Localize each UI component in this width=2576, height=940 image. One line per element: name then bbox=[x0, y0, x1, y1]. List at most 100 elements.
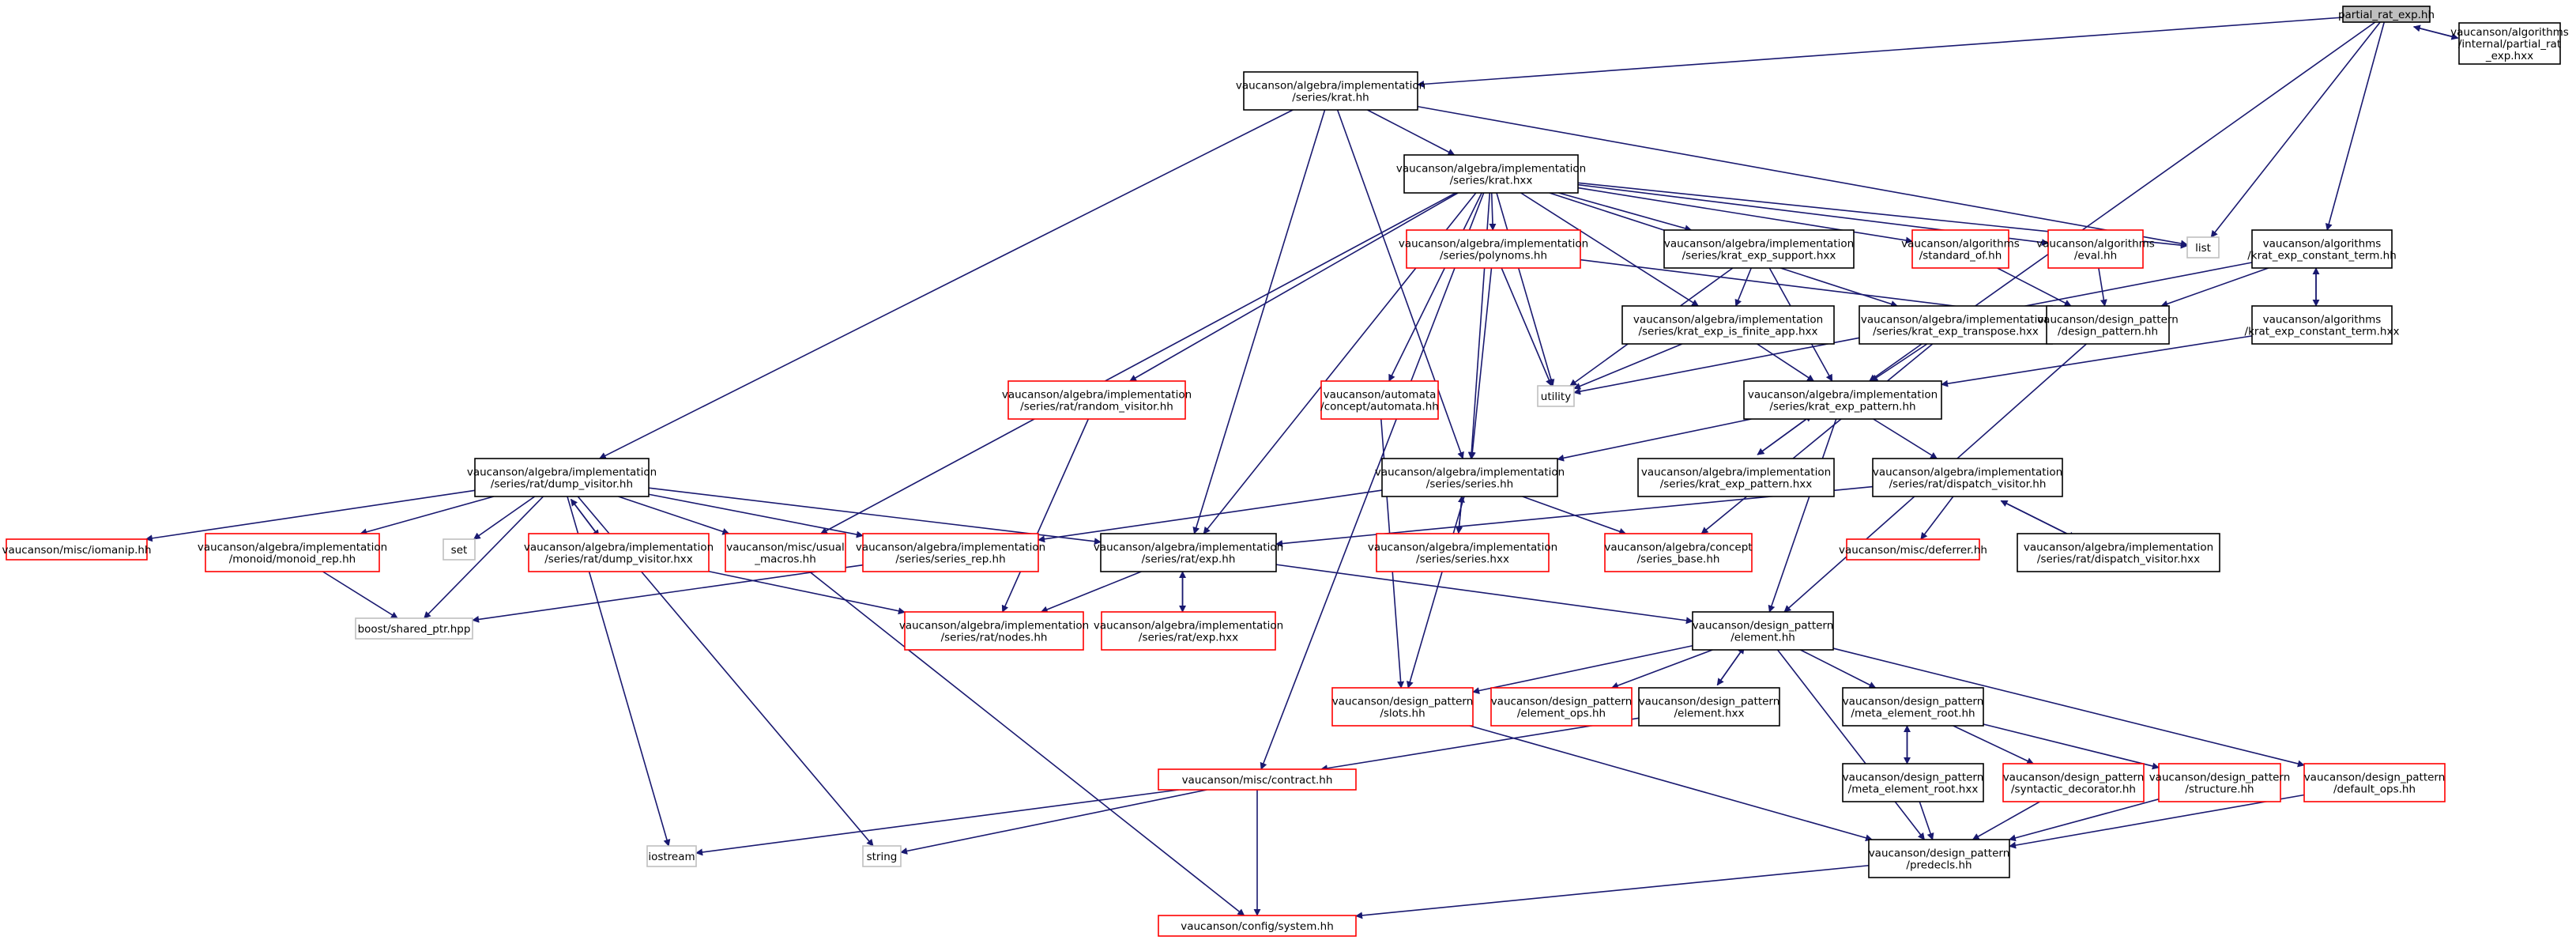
node-label-dispatch-visitor-hh-0: vaucanson/algebra/implementation bbox=[1873, 466, 2062, 479]
node-eval-hh[interactable]: vaucanson/algorithms/eval.hh bbox=[2036, 229, 2155, 269]
node-deferrer-hh[interactable]: vaucanson/misc/deferrer.hh bbox=[1839, 538, 1987, 561]
include-edge-krat-exp-pattern-hh-to-element-hh bbox=[1768, 418, 1837, 613]
include-edge-contract-hh-to-string bbox=[900, 789, 1207, 855]
include-edge-predecls-hh-to-system-hh bbox=[1355, 864, 1870, 919]
node-krat-hh[interactable]: vaucanson/algebra/implementation/series/… bbox=[1236, 71, 1425, 111]
node-element-hh[interactable]: vaucanson/design_pattern/element.hh bbox=[1692, 611, 1834, 651]
node-series-hh[interactable]: vaucanson/algebra/implementation/series/… bbox=[1375, 458, 1565, 497]
node-partial-rat-exp-hh[interactable]: partial_rat_exp.hh bbox=[2338, 6, 2435, 23]
node-default-ops-hh[interactable]: vaucanson/design_pattern/default_ops.hh bbox=[2303, 763, 2446, 802]
include-edge-standard-of-hh-to-design-pattern-hh bbox=[1997, 267, 2072, 307]
node-krat-exp-constant-term-hxx[interactable]: vaucanson/algorithms/krat_exp_constant_t… bbox=[2245, 305, 2400, 345]
node-exp-hxx[interactable]: vaucanson/algebra/implementation/series/… bbox=[1094, 611, 1283, 651]
include-edge-random-visitor-hh-to-nodes-hh bbox=[1001, 418, 1090, 613]
node-string: string bbox=[862, 845, 902, 867]
node-syntactic-decorator-hh[interactable]: vaucanson/design_pattern/syntactic_decor… bbox=[2002, 763, 2145, 802]
node-box-dispatch-visitor-hh bbox=[1872, 458, 2063, 497]
node-label-element-ops-hh-1: /element_ops.hh bbox=[1517, 708, 1606, 720]
include-edge-krat-hxx-to-utility bbox=[1496, 192, 1555, 387]
node-label-partial-rat-exp-hh-0: partial_rat_exp.hh bbox=[2338, 9, 2435, 21]
node-standard-of-hh[interactable]: vaucanson/algorithms/standard_of.hh bbox=[1901, 229, 2020, 269]
node-internal-partial-rat-exp-hxx[interactable]: vaucanson/algorithms/internal/partial_ra… bbox=[2450, 22, 2569, 65]
node-box-element-ops-hh bbox=[1490, 687, 1633, 727]
node-krat-exp-pattern-hh[interactable]: vaucanson/algebra/implementation/series/… bbox=[1743, 380, 1942, 420]
include-edge-dump-visitor-hh-to-shared-ptr-hpp bbox=[424, 496, 544, 619]
node-label-eval-hh-1: /eval.hh bbox=[2074, 250, 2117, 262]
node-dump-visitor-hh[interactable]: vaucanson/algebra/implementation/series/… bbox=[467, 458, 657, 497]
include-edge-element-hxx-to-contract-hh bbox=[1320, 717, 1640, 772]
node-box-krat-exp-transpose-hxx bbox=[1859, 305, 2053, 345]
include-edge-element-hh-to-element-ops-hh bbox=[1610, 649, 1713, 689]
include-edge-krat-hxx-to-automata-hh bbox=[1388, 192, 1482, 382]
include-edge-krat-hh-to-krat-hxx bbox=[1367, 109, 1456, 156]
node-label-dispatch-visitor-hh-1: /series/rat/dispatch_visitor.hh bbox=[1889, 478, 2047, 491]
include-edge-dump-visitor-hxx-to-dump-visitor-hh bbox=[570, 498, 600, 538]
include-edge-krat-exp-is-finite-app-hxx-to-krat-exp-pattern-hh bbox=[1757, 343, 1815, 382]
node-dump-visitor-hxx[interactable]: vaucanson/algebra/implementation/series/… bbox=[524, 533, 714, 572]
include-edge-monoid-rep-hh-to-shared-ptr-hpp bbox=[322, 571, 398, 619]
node-polynoms-hh[interactable]: vaucanson/algebra/implementation/series/… bbox=[1399, 229, 1588, 269]
include-edge-meta-element-root-hh-to-structure-hh bbox=[1983, 723, 2160, 770]
node-label-standard-of-hh-0: vaucanson/algorithms bbox=[1901, 238, 2020, 251]
node-shared-ptr-hpp: boost/shared_ptr.hpp bbox=[355, 617, 473, 640]
include-edge-internal-partial-rat-exp-hxx-to-partial-rat-exp-hh bbox=[2412, 25, 2458, 39]
node-predecls-hh[interactable]: vaucanson/design_pattern/predecls.hh bbox=[1868, 839, 2010, 878]
node-label-series-hxx-1: /series/series.hxx bbox=[1416, 553, 1509, 566]
node-label-series-hxx-0: vaucanson/algebra/implementation bbox=[1368, 542, 1557, 554]
node-automata-hh[interactable]: vaucanson/automata/concept/automata.hh bbox=[1320, 380, 1439, 420]
node-system-hh[interactable]: vaucanson/config/system.hh bbox=[1158, 915, 1357, 937]
node-dispatch-visitor-hxx[interactable]: vaucanson/algebra/implementation/series/… bbox=[2017, 533, 2220, 572]
node-exp-hh[interactable]: vaucanson/algebra/implementation/series/… bbox=[1094, 533, 1283, 572]
node-label-krat-exp-support-hxx-0: vaucanson/algebra/implementation bbox=[1664, 238, 1854, 251]
include-edge-partial-rat-exp-hh-to-krat-exp-constant-term-hh bbox=[2325, 21, 2386, 231]
node-label-contract-hh-0: vaucanson/misc/contract.hh bbox=[1182, 774, 1333, 787]
node-krat-exp-transpose-hxx[interactable]: vaucanson/algebra/implementation/series/… bbox=[1859, 305, 2053, 345]
include-edge-krat-exp-pattern-hh-to-series-hh bbox=[1557, 418, 1752, 462]
node-contract-hh[interactable]: vaucanson/misc/contract.hh bbox=[1158, 768, 1357, 791]
node-box-list bbox=[2186, 236, 2220, 259]
include-edge-element-hh-to-meta-element-root-hh bbox=[1800, 649, 1877, 689]
node-label-shared-ptr-hpp-0: boost/shared_ptr.hpp bbox=[358, 623, 471, 636]
node-meta-element-root-hxx[interactable]: vaucanson/design_pattern/meta_element_ro… bbox=[1842, 763, 1984, 802]
node-label-dump-visitor-hxx-0: vaucanson/algebra/implementation bbox=[524, 542, 714, 554]
node-nodes-hh[interactable]: vaucanson/algebra/implementation/series/… bbox=[899, 611, 1089, 651]
node-krat-exp-constant-term-hh[interactable]: vaucanson/algorithms/krat_exp_constant_t… bbox=[2247, 229, 2397, 269]
node-element-ops-hh[interactable]: vaucanson/design_pattern/element_ops.hh bbox=[1490, 687, 1633, 727]
node-structure-hh[interactable]: vaucanson/design_pattern/structure.hh bbox=[2149, 763, 2291, 802]
node-series-hxx[interactable]: vaucanson/algebra/implementation/series/… bbox=[1368, 533, 1557, 572]
node-random-visitor-hh[interactable]: vaucanson/algebra/implementation/series/… bbox=[1002, 380, 1192, 420]
node-label-nodes-hh-0: vaucanson/algebra/implementation bbox=[899, 620, 1089, 632]
node-label-slots-hh-1: /slots.hh bbox=[1380, 708, 1425, 720]
node-usual-macros-hh[interactable]: vaucanson/misc/usual_macros.hh bbox=[725, 533, 846, 572]
node-box-system-hh bbox=[1158, 915, 1357, 937]
node-monoid-rep-hh[interactable]: vaucanson/algebra/implementation/monoid/… bbox=[198, 533, 387, 572]
node-label-dispatch-visitor-hxx-1: /series/rat/dispatch_visitor.hxx bbox=[2037, 553, 2200, 566]
node-series-base-hh[interactable]: vaucanson/algebra/concept/series_base.hh bbox=[1604, 533, 1753, 572]
node-label-deferrer-hh-0: vaucanson/misc/deferrer.hh bbox=[1839, 544, 1987, 557]
node-iomanip-hh[interactable]: vaucanson/misc/iomanip.hh bbox=[2, 538, 152, 561]
node-box-series-hh bbox=[1381, 458, 1558, 497]
node-box-automata-hh bbox=[1320, 380, 1439, 420]
node-box-dump-visitor-hh bbox=[474, 458, 650, 497]
node-label-usual-macros-hh-1: _macros.hh bbox=[754, 553, 816, 566]
include-edge-dump-visitor-hh-to-set bbox=[473, 496, 536, 540]
include-edge-exp-hh-to-nodes-hh bbox=[1040, 571, 1142, 613]
node-label-meta-element-root-hh-1: /meta_element_root.hh bbox=[1851, 708, 1975, 720]
node-box-monoid-rep-hh bbox=[205, 533, 380, 572]
node-box-dump-visitor-hxx bbox=[528, 533, 710, 572]
include-edge-element-hh-to-default-ops-hh bbox=[1832, 647, 2305, 768]
include-edge-dump-visitor-hxx-to-nodes-hh bbox=[708, 570, 906, 615]
include-edge-krat-exp-pattern-hh-to-dispatch-visitor-hh bbox=[1873, 418, 1938, 459]
node-meta-element-root-hh[interactable]: vaucanson/design_pattern/meta_element_ro… bbox=[1842, 687, 1984, 727]
node-krat-exp-is-finite-app-hxx[interactable]: vaucanson/algebra/implementation/series/… bbox=[1621, 305, 1835, 345]
node-element-hxx[interactable]: vaucanson/design_pattern/element.hxx bbox=[1638, 687, 1780, 727]
node-series-rep-hh[interactable]: vaucanson/algebra/implementation/series/… bbox=[856, 533, 1045, 572]
node-krat-exp-pattern-hxx[interactable]: vaucanson/algebra/implementation/series/… bbox=[1637, 458, 1835, 497]
node-krat-hxx[interactable]: vaucanson/algebra/implementation/series/… bbox=[1396, 154, 1586, 194]
node-design-pattern-hh[interactable]: vaucanson/design_pattern/design_pattern.… bbox=[2037, 305, 2179, 345]
node-slots-hh[interactable]: vaucanson/design_pattern/slots.hh bbox=[1331, 687, 1474, 727]
node-dispatch-visitor-hh[interactable]: vaucanson/algebra/implementation/series/… bbox=[1872, 458, 2063, 497]
node-label-monoid-rep-hh-0: vaucanson/algebra/implementation bbox=[198, 542, 387, 554]
node-krat-exp-support-hxx[interactable]: vaucanson/algebra/implementation/series/… bbox=[1663, 229, 1855, 269]
